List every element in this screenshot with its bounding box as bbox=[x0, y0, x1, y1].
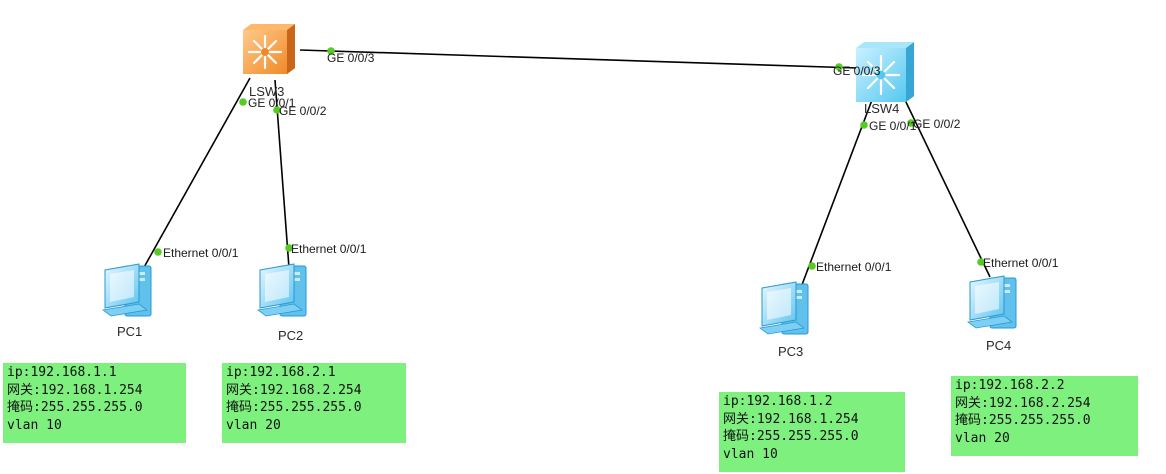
port-dot bbox=[907, 119, 915, 127]
port-dot bbox=[327, 47, 335, 55]
note-gateway: 网关:192.168.2.254 bbox=[955, 395, 1091, 411]
note-vlan: vlan 10 bbox=[723, 446, 778, 462]
port-label-lsw3-ge002: GE 0/0/2 bbox=[279, 104, 327, 118]
link-lsw4-pc4[interactable] bbox=[904, 99, 991, 278]
port-dot bbox=[285, 244, 293, 252]
link-lsw3-lsw4[interactable] bbox=[299, 49, 859, 69]
pc-icon[interactable] bbox=[967, 275, 1017, 329]
link-lsw4-pc3[interactable] bbox=[799, 99, 873, 291]
pc-icon[interactable] bbox=[759, 281, 809, 335]
device-label-pc4: PC4 bbox=[986, 338, 1011, 353]
port-label-lsw4-ge003: GE 0/0/3 bbox=[833, 64, 881, 78]
port-dot bbox=[239, 98, 247, 106]
switch-icon[interactable] bbox=[243, 24, 295, 74]
pc-icon[interactable] bbox=[257, 263, 307, 317]
port-label-pc1-eth: Ethernet 0/0/1 bbox=[163, 246, 239, 260]
note-mask: 掩码:255.255.255.0 bbox=[723, 429, 859, 444]
port-label-lsw3-ge001: GE 0/0/1 bbox=[248, 96, 296, 110]
config-note-pc4: ip:192.168.2.2 网关:192.168.2.254 掩码:255.2… bbox=[951, 376, 1138, 456]
port-dot bbox=[835, 63, 843, 71]
link-lsw3-pc1[interactable] bbox=[137, 77, 251, 279]
pc-icon[interactable] bbox=[102, 263, 152, 317]
note-ip: ip:192.168.2.1 bbox=[226, 365, 336, 380]
port-label-lsw3-ge003: GE 0/0/3 bbox=[327, 51, 375, 65]
note-gateway: 网关:192.168.2.254 bbox=[226, 382, 362, 398]
note-mask: 掩码:255.255.255.0 bbox=[7, 400, 143, 415]
note-ip: ip:192.168.2.2 bbox=[955, 378, 1065, 393]
config-note-pc3: ip:192.168.1.2 网关:192.168.1.254 掩码:255.2… bbox=[719, 392, 905, 472]
port-label-pc3-eth: Ethernet 0/0/1 bbox=[816, 260, 892, 274]
device-label-pc3: PC3 bbox=[778, 344, 803, 359]
note-gateway: 网关:192.168.1.254 bbox=[7, 382, 143, 398]
config-note-pc1: ip:192.168.1.1 网关:192.168.1.254 掩码:255.2… bbox=[3, 363, 186, 443]
note-vlan: vlan 20 bbox=[955, 430, 1010, 446]
device-label-lsw4: LSW4 bbox=[864, 101, 899, 116]
port-label-pc2-eth: Ethernet 0/0/1 bbox=[291, 242, 367, 256]
port-dot bbox=[808, 262, 816, 270]
note-gateway: 网关:192.168.1.254 bbox=[723, 411, 859, 427]
port-dot bbox=[977, 258, 985, 266]
device-label-pc1: PC1 bbox=[117, 324, 142, 339]
port-dot bbox=[860, 121, 868, 129]
port-label-lsw4-ge002: GE 0/0/2 bbox=[913, 117, 961, 131]
note-mask: 掩码:255.255.255.0 bbox=[955, 413, 1091, 428]
config-note-pc2: ip:192.168.2.1 网关:192.168.2.254 掩码:255.2… bbox=[222, 363, 406, 443]
note-vlan: vlan 20 bbox=[226, 417, 281, 433]
note-ip: ip:192.168.1.1 bbox=[7, 365, 117, 380]
note-vlan: vlan 10 bbox=[7, 417, 62, 433]
device-label-lsw3: LSW3 bbox=[249, 84, 284, 99]
note-ip: ip:192.168.1.2 bbox=[723, 394, 833, 409]
port-label-lsw4-ge001: GE 0/0/1 bbox=[869, 119, 917, 133]
port-dot bbox=[154, 248, 162, 256]
device-label-pc2: PC2 bbox=[278, 328, 303, 343]
port-dot bbox=[273, 106, 281, 114]
note-mask: 掩码:255.255.255.0 bbox=[226, 400, 362, 415]
port-label-pc4-eth: Ethernet 0/0/1 bbox=[983, 256, 1059, 270]
switch-icon[interactable] bbox=[856, 42, 914, 102]
